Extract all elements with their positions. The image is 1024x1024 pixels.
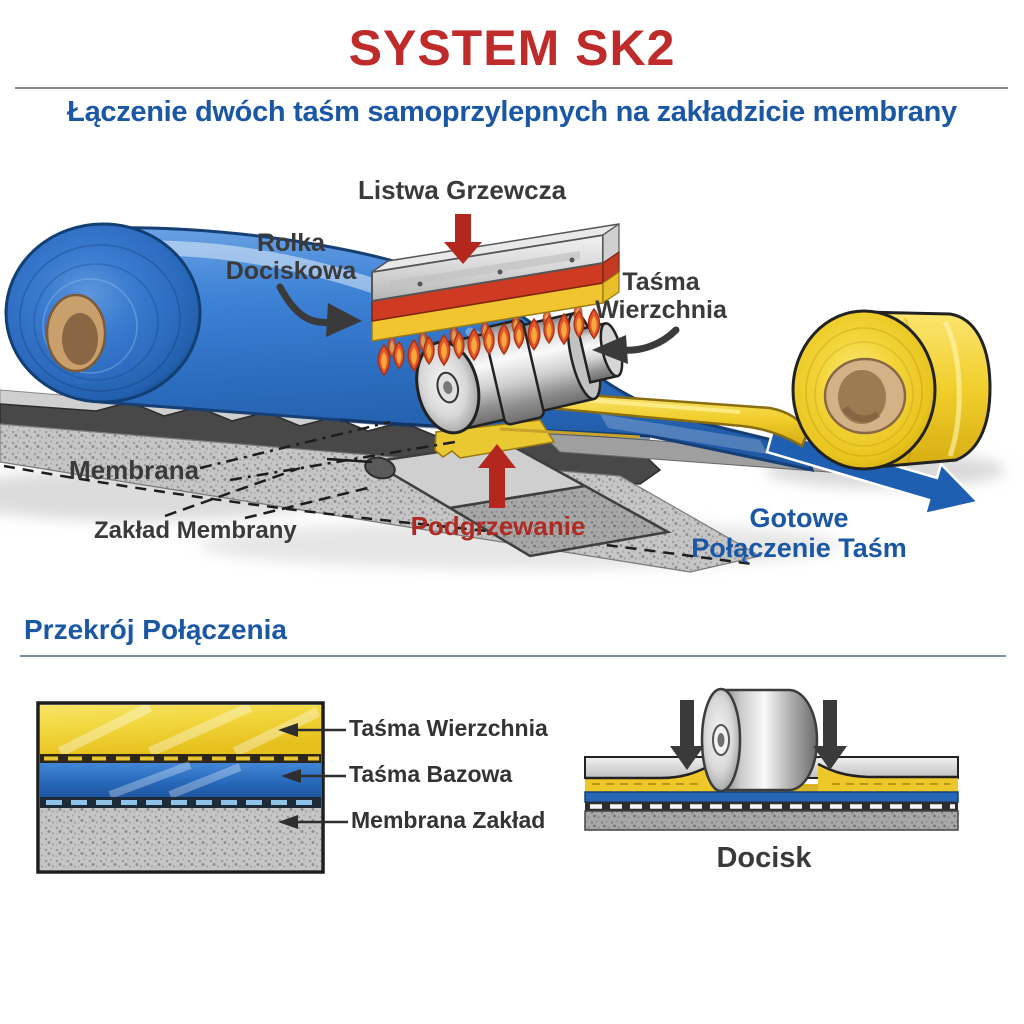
pressure-roller-pointer-icon [276, 283, 362, 337]
layer-pointer-icons [278, 723, 348, 829]
overlap-leader-lines [164, 466, 373, 520]
pressure-figure [584, 687, 959, 831]
page-subtitle: Łączenie dwóch taśm samoprzylepnych na z… [67, 96, 957, 128]
label-layer-base-tape: Taśma Bazowa [349, 761, 513, 787]
label-finished-joint: Gotowe Połączenie Taśm [691, 503, 907, 564]
heating-bar [371, 222, 620, 376]
section-divider [20, 655, 1006, 657]
top-tape-pointer-icon [592, 326, 680, 364]
press-down-arrow-right-icon [813, 700, 847, 770]
label-pressure-roller: Rolka Dociskowa [225, 229, 357, 285]
heat-down-arrow-icon [444, 214, 482, 264]
press-down-arrow-left-icon [670, 700, 704, 770]
pressure-roller-small [700, 687, 819, 793]
label-heating-strip: Listwa Grzewcza [357, 175, 567, 205]
label-layer-top-tape: Taśma Wierzchnia [349, 715, 548, 741]
section-heading-cross-section: Przekrój Połączenia [24, 614, 288, 645]
main-scene [0, 214, 1005, 573]
cross-section-stack [36, 701, 348, 874]
label-pressure-caption: Docisk [716, 842, 812, 874]
label-membrane: Membrana [69, 455, 200, 485]
page-title: SYSTEM SK2 [348, 20, 676, 76]
heating-up-arrow-icon [478, 444, 516, 508]
yellow-tape-roll [791, 309, 992, 471]
membrane-leader-lines [199, 420, 456, 482]
label-membrane-overlap: Zakład Membrany [94, 517, 297, 544]
label-layer-membrane-overlap: Membrana Zakład [351, 807, 546, 833]
label-top-tape: Taśma Wierzchnia [595, 268, 727, 324]
header-divider [15, 87, 1008, 89]
label-heating: Podgrzewanie [410, 511, 586, 541]
